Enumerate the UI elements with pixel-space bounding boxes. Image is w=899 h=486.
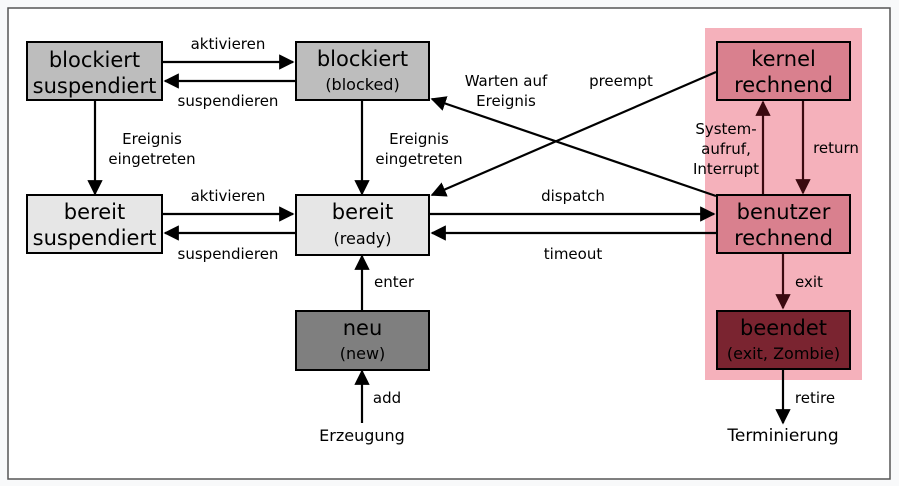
node-label: blockiert bbox=[49, 48, 140, 72]
label-suspendieren-top: suspendieren bbox=[178, 92, 279, 110]
node-sublabel: (blocked) bbox=[325, 75, 399, 94]
node-label: kernel bbox=[751, 47, 816, 71]
edge-warten-auf-ereignis bbox=[430, 96, 717, 198]
node-sublabel: suspendiert bbox=[33, 226, 157, 250]
node-sublabel: suspendiert bbox=[33, 74, 157, 98]
label-aktivieren-top: aktivieren bbox=[191, 35, 266, 53]
label-ereignis-left-1: Ereignis bbox=[122, 130, 182, 148]
node-neu: neu (new) bbox=[295, 310, 430, 371]
label-system-3: Interrupt bbox=[693, 160, 759, 178]
node-blockiert: blockiert (blocked) bbox=[295, 41, 430, 101]
node-label: bereit bbox=[64, 200, 125, 224]
label-system-1: System- bbox=[695, 120, 756, 138]
node-label: blockiert bbox=[317, 47, 408, 71]
node-bereit-suspendiert: bereit suspendiert bbox=[26, 194, 163, 254]
terminal-terminierung: Terminierung bbox=[726, 426, 838, 446]
node-blockiert-suspendiert: blockiert suspendiert bbox=[26, 41, 163, 101]
terminal-erzeugung: Erzeugung bbox=[319, 426, 405, 445]
node-sublabel: rechnend bbox=[734, 226, 833, 250]
node-kernel-rechnend: kernel rechnend bbox=[716, 41, 851, 101]
label-aktivieren-mid: aktivieren bbox=[191, 187, 266, 205]
label-warten-1: Warten auf bbox=[465, 72, 548, 90]
label-dispatch: dispatch bbox=[541, 187, 605, 205]
label-warten-2: Ereignis bbox=[476, 92, 536, 110]
label-retire: retire bbox=[795, 389, 835, 407]
label-enter: enter bbox=[374, 273, 415, 291]
label-add: add bbox=[373, 389, 401, 407]
node-bereit: bereit (ready) bbox=[295, 194, 430, 256]
node-sublabel: rechnend bbox=[734, 73, 833, 97]
node-label: neu bbox=[343, 316, 383, 340]
node-label: benutzer bbox=[737, 200, 831, 224]
edge-preempt bbox=[430, 70, 717, 197]
node-label: beendet bbox=[740, 316, 827, 340]
label-preempt: preempt bbox=[589, 72, 653, 90]
label-ereignis-left-2: eingetreten bbox=[108, 150, 195, 168]
label-system-2: aufruf, bbox=[701, 140, 751, 158]
node-sublabel: (new) bbox=[340, 344, 386, 363]
node-beendet: beendet (exit, Zombie) bbox=[716, 310, 851, 370]
node-sublabel: (exit, Zombie) bbox=[727, 344, 840, 363]
label-ereignis-mid-2: eingetreten bbox=[375, 150, 462, 168]
label-exit: exit bbox=[795, 273, 823, 291]
label-timeout: timeout bbox=[544, 245, 603, 263]
node-sublabel: (ready) bbox=[334, 229, 392, 248]
node-label: bereit bbox=[332, 200, 393, 224]
node-benutzer-rechnend: benutzer rechnend bbox=[716, 194, 851, 254]
label-return: return bbox=[813, 139, 859, 157]
label-suspendieren-mid: suspendieren bbox=[178, 245, 279, 263]
label-ereignis-mid-1: Ereignis bbox=[389, 130, 449, 148]
